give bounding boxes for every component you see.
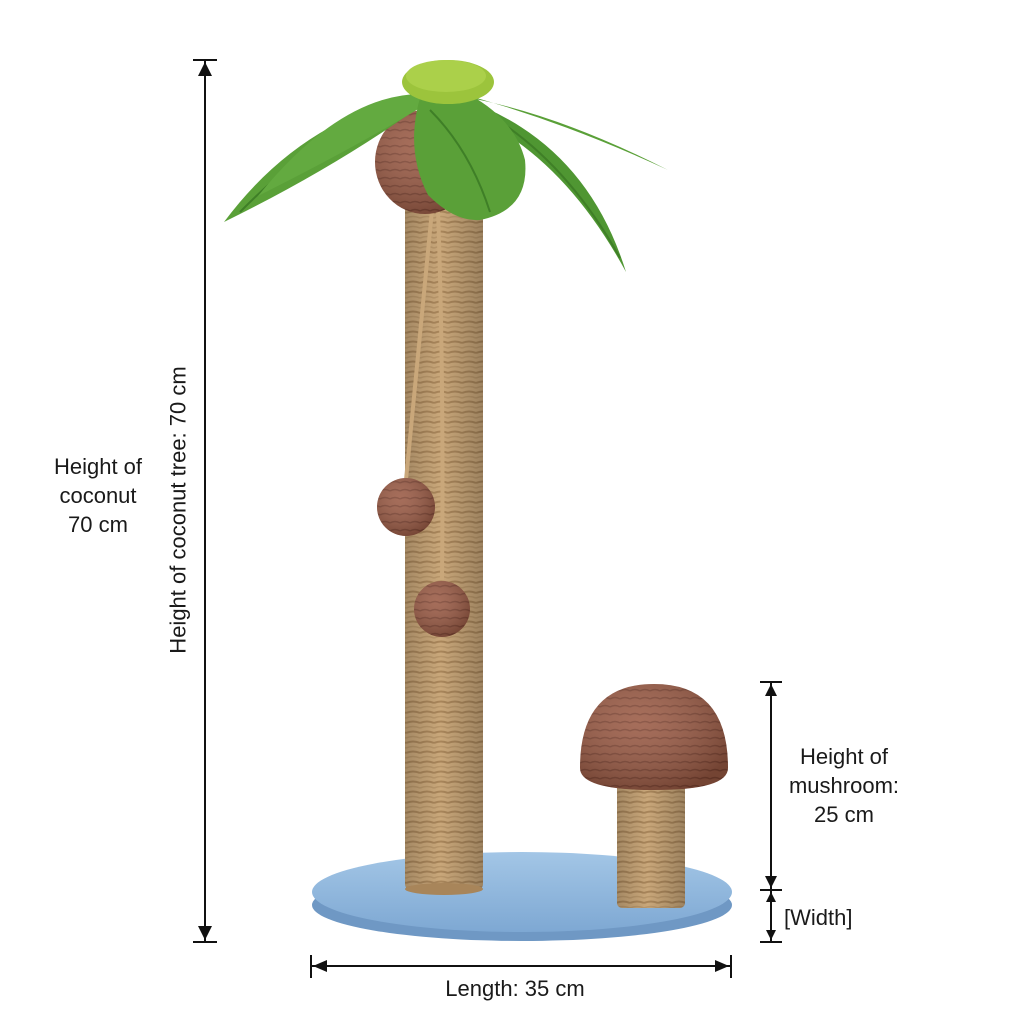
length-label: Length: 35 cm [445, 976, 585, 1001]
top-pompom [402, 60, 494, 104]
coconut-height-line-2: coconut [59, 483, 137, 508]
hanging-toys [377, 209, 470, 637]
palm-leaves [224, 92, 668, 272]
dimension-lines [193, 59, 782, 978]
mushroom-height-label: Height of mushroom: 25 cm [776, 742, 912, 829]
coconut-tree-height-vertical-label: Height of coconut tree: 70 cm [165, 366, 191, 654]
width-label: [Width] [784, 905, 853, 930]
mushroom-height-line-1: Height of [799, 744, 889, 769]
coconut-height-line-1: Height of [53, 454, 143, 479]
mushroom-height-line-3: 25 cm [814, 802, 874, 827]
mushroom-height-line-2: mushroom: [788, 773, 900, 798]
mushroom-post [580, 684, 728, 908]
coconut-height-label: Height of coconut 70 cm [40, 452, 156, 539]
coconut-height-line-3: 70 cm [68, 512, 128, 537]
